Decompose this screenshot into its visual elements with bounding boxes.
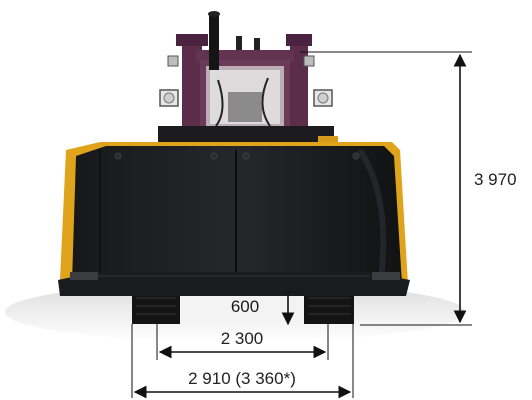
width-dimension xyxy=(131,324,354,399)
gauge-label: 2 300 xyxy=(221,329,264,348)
height-dimension xyxy=(300,51,472,326)
clearance-label: 600 xyxy=(231,297,259,316)
width-label: 2 910 (3 360*) xyxy=(188,369,296,388)
cab xyxy=(158,11,338,162)
blade xyxy=(58,142,410,296)
clearance-dimension xyxy=(281,291,300,326)
gauge-dimension xyxy=(156,324,329,360)
height-label: 3 970 xyxy=(474,170,517,189)
